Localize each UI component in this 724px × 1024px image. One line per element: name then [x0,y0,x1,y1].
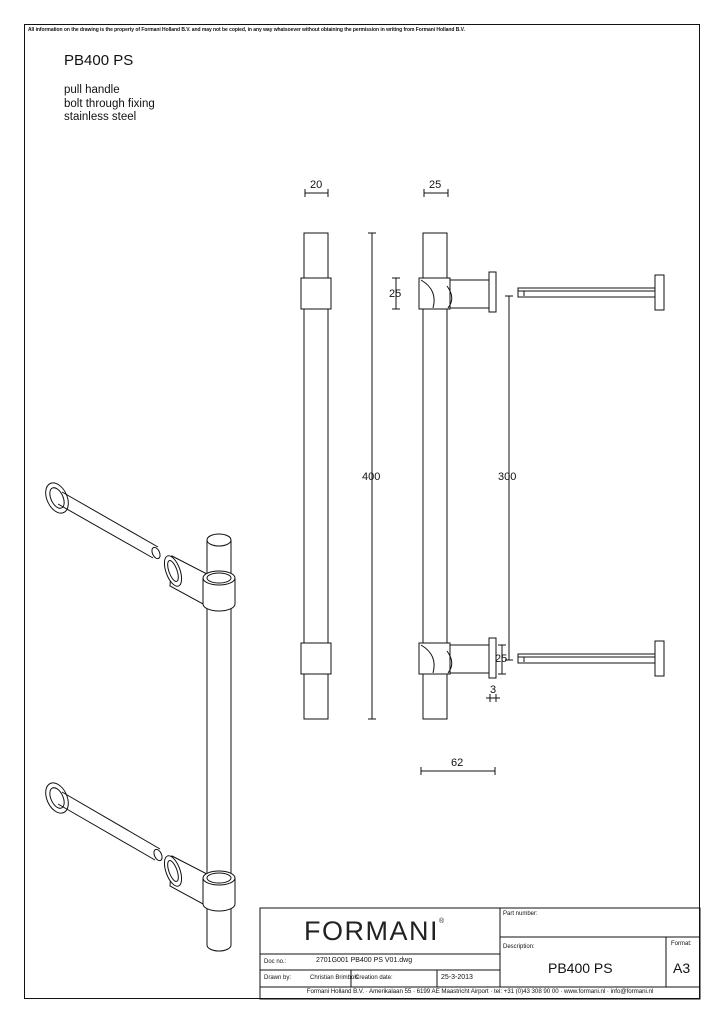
side-view [418,189,513,775]
bolt-upper [517,274,665,311]
dim-ring-height: 25 [389,288,402,300]
description-line: stainless steel [64,111,137,123]
dim-width-side: 25 [429,179,442,191]
front-view [300,189,400,720]
isometric-view [45,482,236,952]
doc-no-value: 2701G001 PB400 PS V01.dwg [316,957,413,964]
company-footer: Formani Holland B.V. · Amerikalaan 55 · … [306,988,654,995]
dim-projection: 62 [451,757,464,769]
part-number-label: Part number: [503,911,538,917]
description-line: bolt through fixing [64,97,155,110]
dim-width-front: 20 [310,179,323,191]
product-description: pull handle bolt through fixing stainles… [64,84,155,125]
description-label: Description: [503,944,535,950]
dim-centers: 300 [498,471,517,483]
dim-ring-height-lower: 25 [495,653,508,665]
creation-date-label: Creation date: [355,975,393,981]
creation-date-value: 25-3-2013 [441,974,473,981]
description-line: pull handle [64,84,120,96]
format-label: Format: [671,941,692,947]
bolt-lower [517,640,665,677]
drawn-by-label: Drawn by: [264,975,292,981]
dim-gap: 3 [490,684,497,696]
dim-height-total: 400 [362,471,381,483]
format-value: A3 [673,960,691,976]
title-block: FORMANI® Part number: Description: PB400… [260,908,700,999]
doc-no-label: Doc no.: [264,959,287,965]
copyright-notice: All information on the drawing is the pr… [28,27,465,33]
title-block-grid [259,907,701,1000]
product-title: PB400 PS [64,52,134,69]
description-value: PB400 PS [548,960,613,976]
brand-logo: FORMANI® [304,916,446,946]
drawn-by-value: Christian Brimbols [310,975,359,981]
